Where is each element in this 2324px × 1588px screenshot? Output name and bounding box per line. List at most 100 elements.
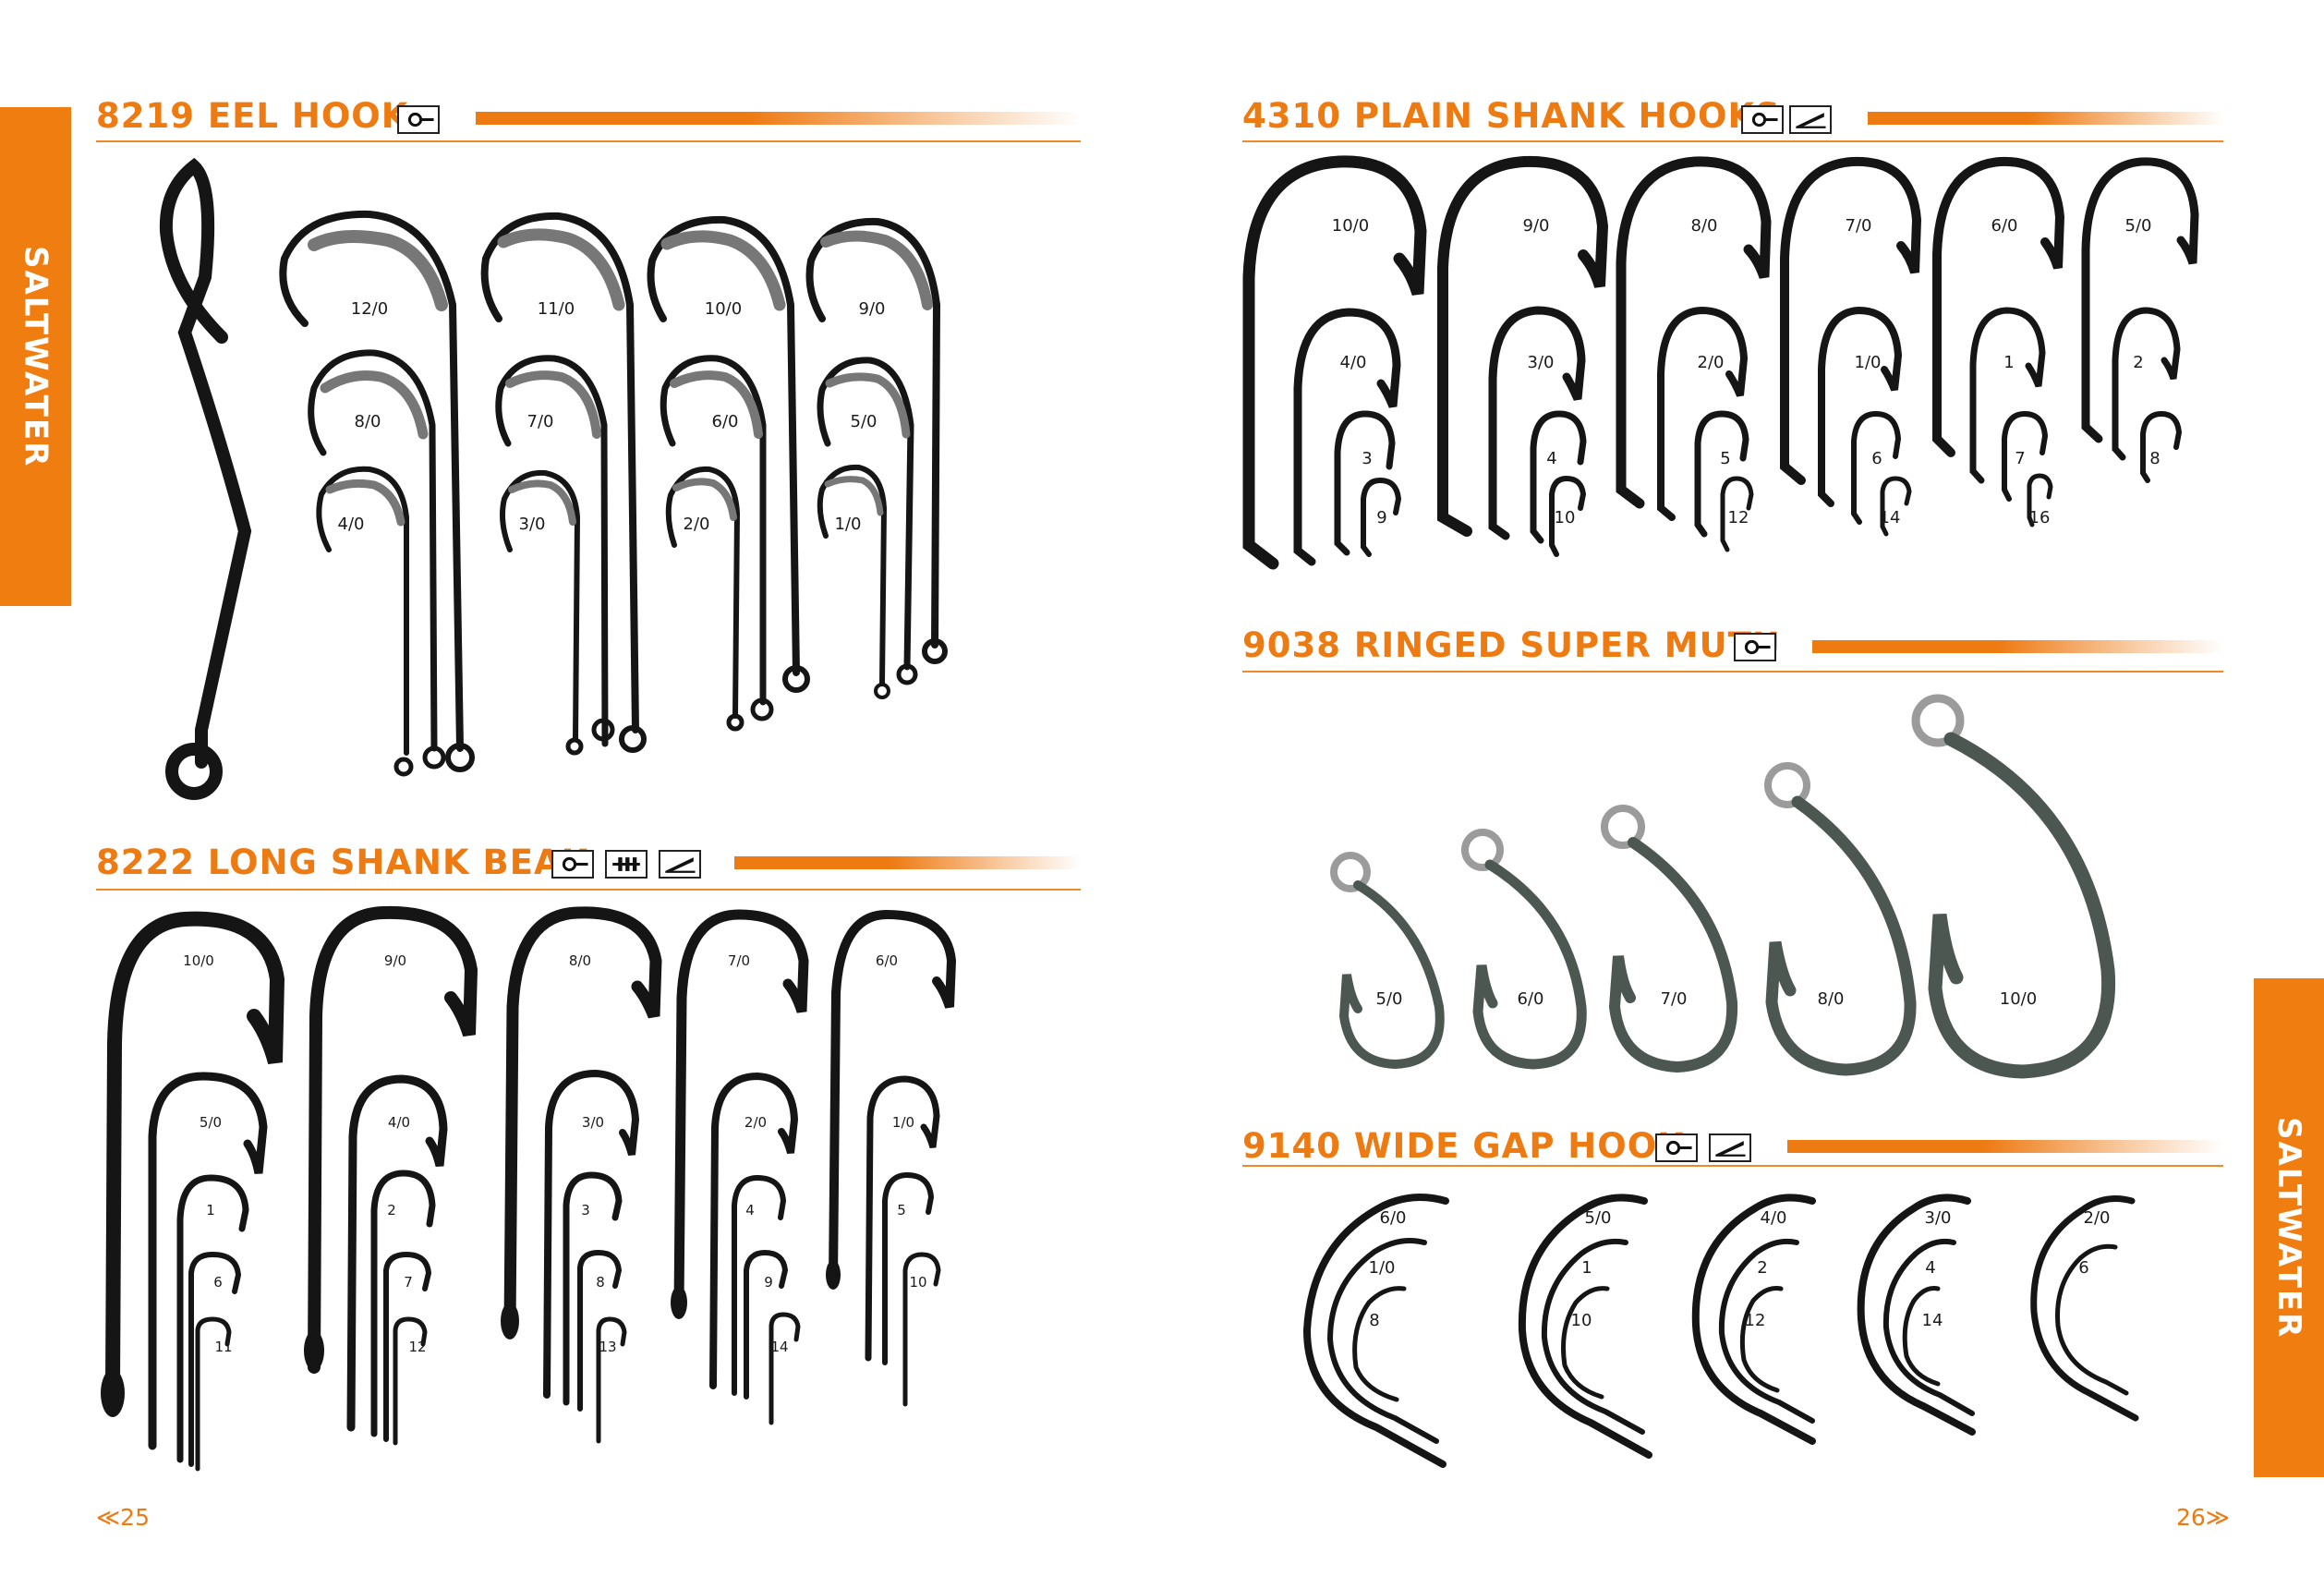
mutu-size-label: 10/0 bbox=[2000, 989, 2037, 1009]
widegap-hook-6 bbox=[2055, 1243, 2129, 1396]
ring-eye-icon bbox=[1734, 633, 1776, 661]
beak-size-label: 9/0 bbox=[384, 952, 406, 969]
section-title-plain-shank-hooks: 4310 PLAIN SHANK HOOKS bbox=[1242, 96, 1781, 136]
beak-hook-1-0 bbox=[865, 1075, 940, 1362]
header-bar bbox=[476, 112, 1081, 125]
beak-hook-12 bbox=[393, 1316, 428, 1446]
widegap-hook-4-0 bbox=[1691, 1194, 1816, 1445]
plain-hook-3-0 bbox=[1488, 306, 1586, 540]
widegap-size-label: 8 bbox=[1369, 1311, 1379, 1330]
plain-size-label: 12 bbox=[1728, 508, 1749, 527]
plain-size-label: 10 bbox=[1555, 508, 1576, 527]
plain-hook-7 bbox=[2002, 410, 2049, 502]
eel-size-label: 1/0 bbox=[835, 515, 862, 534]
beak-hook-8-0 bbox=[503, 906, 662, 1332]
plain-hook-9-0 bbox=[1437, 155, 1609, 537]
widegap-size-label: 6 bbox=[2078, 1258, 2088, 1278]
plain-hook-10-0 bbox=[1242, 155, 1427, 570]
widegap-hook-1-0 bbox=[1326, 1238, 1439, 1444]
header-bar bbox=[1812, 640, 2223, 653]
plain-size-label: 10/0 bbox=[1332, 216, 1369, 236]
plain-size-label: 5 bbox=[1720, 449, 1730, 468]
beak-hook-7 bbox=[383, 1251, 432, 1442]
widegap-hook-5-0 bbox=[1518, 1194, 1652, 1459]
beak-hook-9 bbox=[744, 1249, 789, 1400]
eel-hook-10-0 bbox=[647, 215, 810, 693]
eel-hook-12-0 bbox=[279, 210, 475, 772]
beak-hook-9-0 bbox=[308, 905, 478, 1374]
plain-size-label: 4 bbox=[1546, 449, 1556, 468]
section-title-ringed-super-mutu: 9038 RINGED SUPER MUTU bbox=[1242, 625, 1781, 665]
widegap-hook-2-0 bbox=[2030, 1195, 2139, 1422]
beak-size-label: 3 bbox=[581, 1202, 590, 1218]
plain-size-label: 8 bbox=[2149, 449, 2160, 468]
widegap-size-label: 4/0 bbox=[1761, 1208, 1787, 1228]
forged-icon bbox=[1709, 1133, 1751, 1162]
plain-hook-8 bbox=[2140, 410, 2183, 483]
beak-hook-5 bbox=[882, 1171, 935, 1365]
widegap-size-label: 4 bbox=[1925, 1258, 1935, 1278]
plain-hook-1-0 bbox=[1818, 306, 1903, 507]
eel-hook-3-0 bbox=[500, 469, 584, 756]
beak-size-label: 12 bbox=[408, 1339, 426, 1355]
widegap-hook-14 bbox=[1902, 1286, 1941, 1387]
eel-hook-4-0 bbox=[316, 466, 414, 777]
ring-eye-icon bbox=[1655, 1133, 1698, 1162]
widegap-hook-3-0 bbox=[1857, 1194, 1976, 1436]
eel-size-label: 3/0 bbox=[519, 515, 546, 534]
beak-hook-10-0 bbox=[105, 911, 285, 1393]
beak-size-label: 13 bbox=[599, 1339, 616, 1355]
plain-hook-4 bbox=[1530, 410, 1587, 544]
plain-hook-1 bbox=[1969, 307, 2046, 484]
beak-hook-3 bbox=[563, 1171, 623, 1406]
beak-size-label: 14 bbox=[770, 1339, 788, 1355]
ring-eye-icon bbox=[1741, 105, 1784, 134]
widegap-size-label: 3/0 bbox=[1925, 1208, 1952, 1228]
ringed-super-mutu-family bbox=[1330, 694, 2116, 1079]
page-number-left: ≪25 bbox=[96, 1504, 150, 1531]
plain-hook-7-0 bbox=[1780, 156, 1922, 485]
widegap-hook-2 bbox=[1718, 1238, 1815, 1424]
beak-hook-8 bbox=[577, 1249, 623, 1412]
widegap-hook-8 bbox=[1352, 1286, 1407, 1402]
mutu-size-label: 7/0 bbox=[1661, 989, 1688, 1009]
widegap-size-label: 2 bbox=[1757, 1258, 1767, 1278]
eel-size-label: 10/0 bbox=[705, 299, 742, 319]
plain-size-label: 14 bbox=[1880, 508, 1901, 527]
widegap-hook-4 bbox=[1882, 1238, 1975, 1416]
section-title-long-shank-beak: 8222 LONG SHANK BEAK bbox=[96, 842, 589, 882]
plain-shank-hook-family bbox=[1242, 155, 2199, 570]
beak-size-label: 5 bbox=[897, 1202, 906, 1218]
beak-size-label: 9 bbox=[764, 1274, 773, 1291]
widegap-hook-6-0 bbox=[1302, 1194, 1449, 1468]
beak-size-label: 2 bbox=[387, 1202, 396, 1218]
beak-hook-2 bbox=[370, 1170, 436, 1437]
page-number-right: 26≫ bbox=[2176, 1504, 2230, 1531]
mutu-hook-5-0 bbox=[1330, 852, 1445, 1070]
widegap-size-label: 12 bbox=[1745, 1311, 1766, 1330]
wide-gap-hook-family bbox=[1302, 1194, 2139, 1468]
header-bar bbox=[1787, 1140, 2223, 1153]
beak-size-label: 4 bbox=[745, 1202, 755, 1218]
plain-size-label: 3 bbox=[1362, 449, 1372, 468]
beak-size-label: 2/0 bbox=[744, 1114, 767, 1131]
beak-size-label: 4/0 bbox=[388, 1114, 410, 1131]
beak-size-label: 1/0 bbox=[892, 1114, 914, 1131]
beak-size-label: 10/0 bbox=[183, 952, 214, 969]
side-tab-left: SALTWATER bbox=[0, 107, 71, 606]
widegap-size-label: 5/0 bbox=[1585, 1208, 1612, 1228]
beak-hook-4-0 bbox=[346, 1074, 448, 1432]
beak-hook-6 bbox=[188, 1251, 242, 1467]
eel-size-label: 4/0 bbox=[338, 515, 365, 534]
eel-hook-2-0 bbox=[665, 466, 744, 732]
plain-hook-5 bbox=[1694, 410, 1749, 538]
eel-size-label: 12/0 bbox=[351, 299, 388, 319]
beak-hook-10 bbox=[902, 1252, 941, 1407]
plain-size-label: 3/0 bbox=[1528, 353, 1555, 372]
mutu-hook-8-0 bbox=[1764, 762, 1917, 1076]
beak-hook-3-0 bbox=[543, 1069, 640, 1399]
forged-icon bbox=[659, 850, 701, 879]
beak-hook-4 bbox=[732, 1174, 787, 1396]
section-title-eel-hook: 8219 EEL HOOK bbox=[96, 96, 409, 136]
plain-hook-3 bbox=[1334, 410, 1396, 556]
